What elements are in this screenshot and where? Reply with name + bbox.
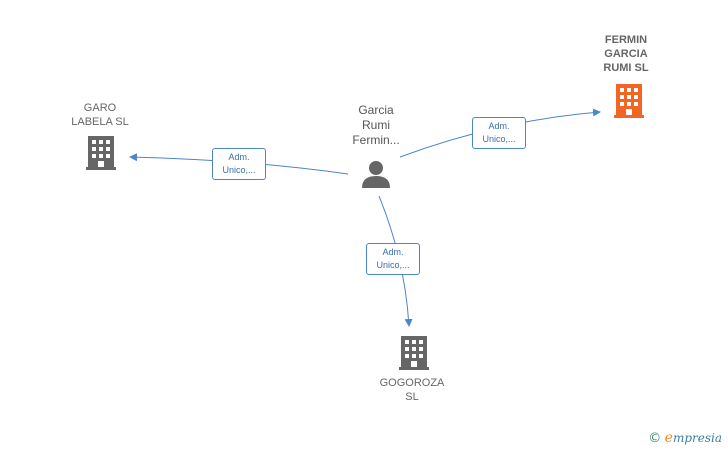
person-icon[interactable]	[362, 161, 390, 188]
edge-label-fermin[interactable]: Adm. Unico,...	[472, 117, 526, 149]
node-label-gogoroza[interactable]: GOGOROZA SL	[379, 377, 445, 403]
edge-label-garo[interactable]: Adm. Unico,...	[212, 148, 266, 180]
brand-name: mpresia	[672, 431, 722, 445]
building-icon-garo[interactable]	[86, 136, 116, 170]
node-label-person[interactable]: Garcia Rumi Fermin...	[352, 103, 400, 147]
node-label-garo[interactable]: GARO LABELA SL	[71, 102, 129, 128]
brand-e: e	[664, 430, 673, 446]
node-label-fermin[interactable]: FERMIN GARCIA RUMI SL	[603, 34, 649, 74]
building-icon-fermin[interactable]	[614, 84, 644, 118]
brand-logo: © empresia	[648, 430, 722, 446]
copyright-icon: ©	[648, 431, 662, 446]
building-icon-gogoroza[interactable]	[399, 336, 429, 370]
edge-label-gogoroza[interactable]: Adm. Unico,...	[366, 243, 420, 275]
